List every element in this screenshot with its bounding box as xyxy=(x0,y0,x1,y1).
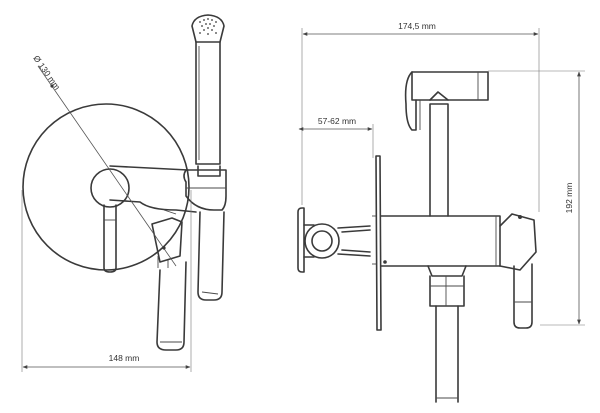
connection-nut-inner xyxy=(311,230,333,252)
width-side-label: 174,5 mm xyxy=(398,21,436,31)
side-view: 174,5 mm 57-62 mm 192 mm xyxy=(297,21,585,403)
outlet-nipple xyxy=(151,217,183,263)
width-front-label: 148 mm xyxy=(109,353,140,363)
escutcheon-plate xyxy=(22,103,190,271)
lever-handle xyxy=(103,204,117,273)
rear-flange xyxy=(297,207,305,273)
mixer-body-side xyxy=(380,215,501,267)
lever-handle-side xyxy=(513,263,533,329)
hand-shower xyxy=(191,14,225,165)
hose-right xyxy=(197,211,225,301)
holder-block xyxy=(183,169,227,211)
hand-shower-side xyxy=(404,71,489,131)
wall-plate xyxy=(375,155,382,331)
shower-nozzle-dots xyxy=(199,18,217,35)
lever-knob-side xyxy=(499,213,537,271)
hose-side xyxy=(435,305,459,403)
height-label: 192 mm xyxy=(564,183,574,214)
mixer-body xyxy=(109,165,197,213)
lever-knob xyxy=(90,168,130,208)
diameter-label: Ø 130 mm xyxy=(31,53,62,91)
wall-depth-label: 57-62 mm xyxy=(318,116,356,126)
connection-nut-outer xyxy=(304,223,340,259)
front-view: Ø 130 mm 148 mm xyxy=(21,14,227,372)
riser-tube xyxy=(429,103,449,217)
outlet-nipple-side xyxy=(427,265,467,277)
hose-left xyxy=(156,261,187,351)
diameter-leader xyxy=(37,65,177,267)
